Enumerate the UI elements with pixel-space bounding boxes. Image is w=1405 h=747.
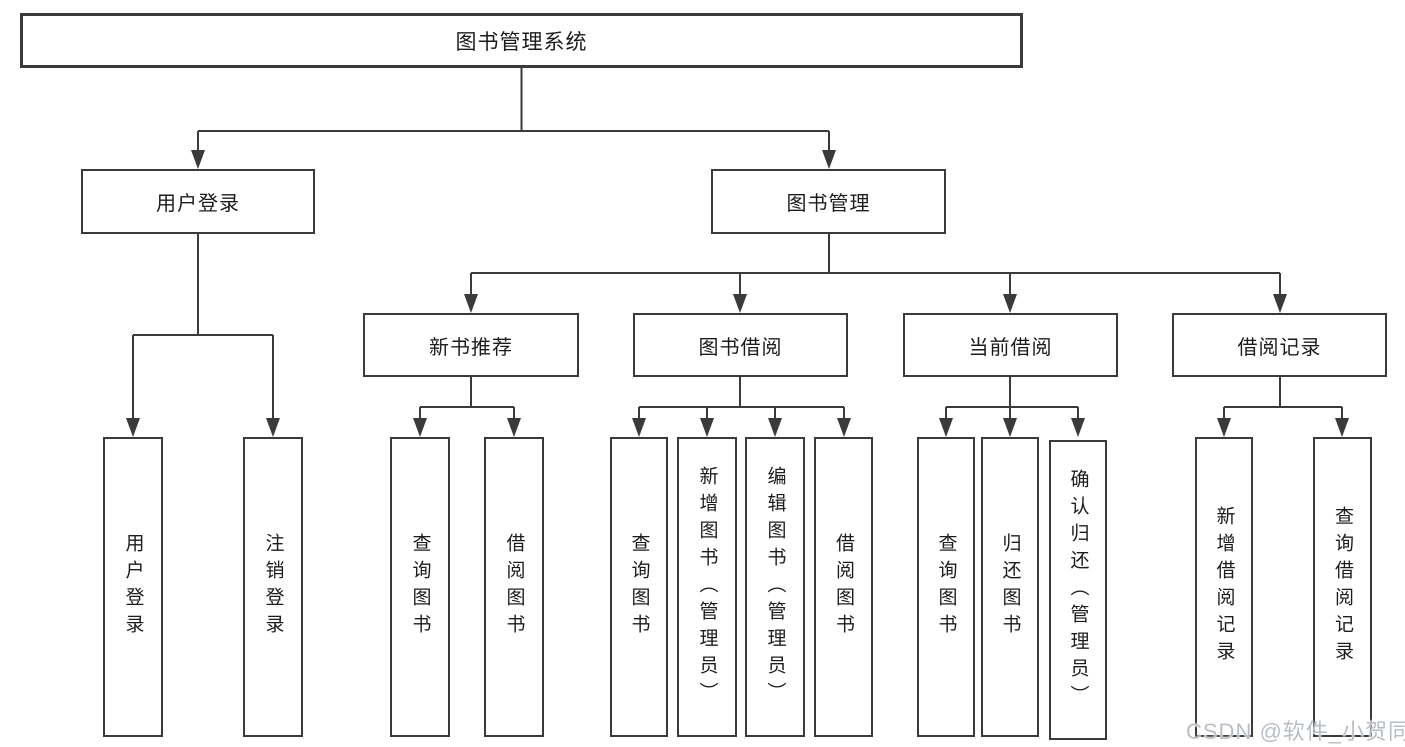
node-confirm-return-admin: 确认归还（管理员） xyxy=(1049,440,1107,740)
node-user-login: 用户登录 xyxy=(81,169,315,234)
node-query-borrow-record: 查询借阅记录 xyxy=(1313,437,1372,737)
node-query-books-borrow: 查询图书 xyxy=(610,437,668,737)
node-add-book-admin: 新增图书（管理员） xyxy=(677,437,737,737)
node-user-login-leaf: 用户登录 xyxy=(103,437,163,737)
node-logout: 注销登录 xyxy=(243,437,303,737)
node-library-management-system: 图书管理系统 xyxy=(20,13,1023,68)
node-new-book-recommendation: 新书推荐 xyxy=(363,313,579,377)
node-edit-book-admin: 编辑图书（管理员） xyxy=(745,437,805,737)
node-borrow-books-recommend: 借阅图书 xyxy=(484,437,544,737)
watermark: CSDN @软件_小贺同学 xyxy=(1186,719,1405,744)
node-return-book: 归还图书 xyxy=(981,437,1039,737)
node-query-books-recommend: 查询图书 xyxy=(390,437,450,737)
node-borrowing-records: 借阅记录 xyxy=(1172,313,1387,377)
node-borrow-books-leaf: 借阅图书 xyxy=(814,437,873,737)
connector-paths xyxy=(132,68,1343,420)
node-book-borrowing: 图书借阅 xyxy=(633,313,848,377)
node-current-borrowing: 当前借阅 xyxy=(903,313,1118,377)
node-add-borrow-record: 新增借阅记录 xyxy=(1195,437,1253,737)
node-query-books-current: 查询图书 xyxy=(917,437,975,737)
node-book-management: 图书管理 xyxy=(711,169,946,234)
